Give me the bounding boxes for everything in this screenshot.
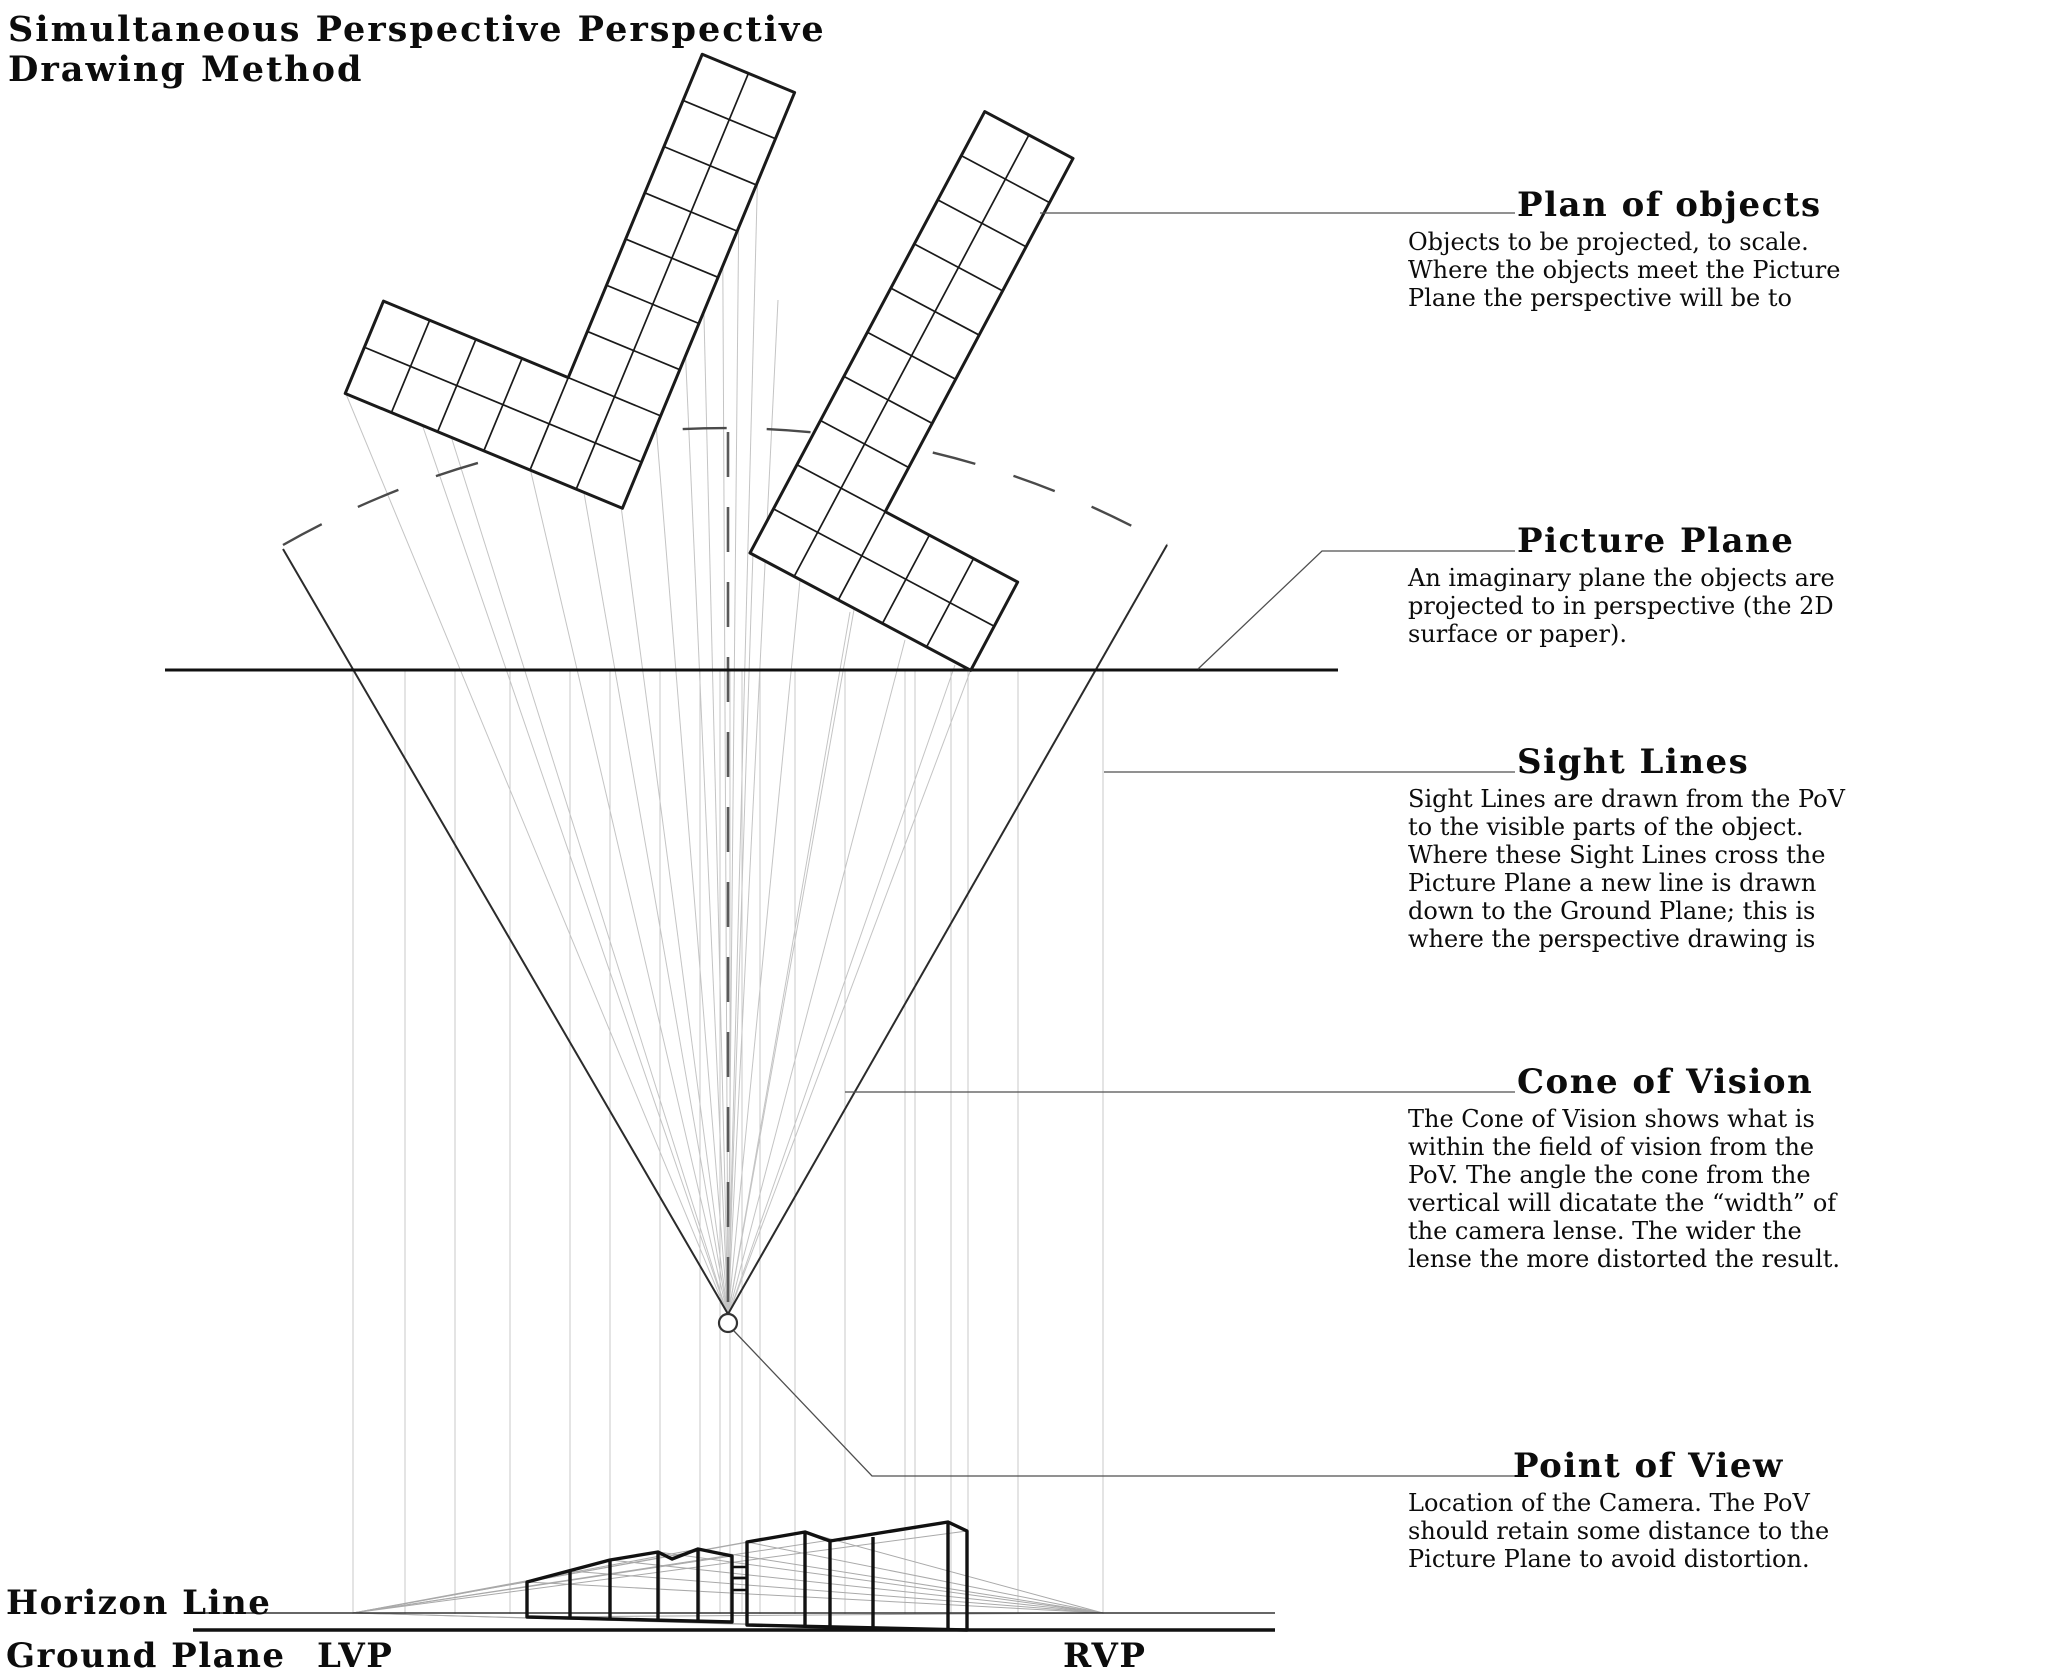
annotation-heading-plan-of-objects: Plan of objects <box>1517 185 1822 225</box>
sight-line <box>727 579 801 1317</box>
convergence-line-rvp <box>746 1541 1104 1614</box>
sight-line <box>727 591 1001 1317</box>
annotation-body-sight-lines: Sight Lines are drawn from the PoV to th… <box>1408 785 1845 953</box>
convergence-line-rvp <box>526 1581 1104 1614</box>
annotation-heading-picture-plane: Picture Plane <box>1517 521 1795 561</box>
lvp-label: LVP <box>317 1636 394 1672</box>
rvp-label: RVP <box>1063 1636 1147 1672</box>
point-of-view-marker <box>717 1312 739 1334</box>
convergence-line-rvp <box>609 1559 1104 1614</box>
perspective-drawing <box>525 1520 969 1632</box>
annotation-heading-cone-of-vision: Cone of Vision <box>1517 1062 1814 1102</box>
convergence-line-rvp <box>804 1531 1104 1614</box>
sight-line <box>679 229 729 1317</box>
sight-lines <box>345 89 1001 1317</box>
page-title: Simultaneous Perspective Perspective Dra… <box>8 9 826 90</box>
sight-line <box>727 159 759 1317</box>
sight-line <box>727 551 754 1317</box>
leader-picture-plane <box>1197 550 1515 670</box>
projection-lines <box>352 670 1104 1614</box>
cone-of-vision-left-edge <box>282 548 729 1315</box>
plan-object-right <box>748 110 1075 672</box>
sight-line <box>727 89 741 1317</box>
perspective-block-right <box>745 1520 969 1632</box>
annotation-leader-lines <box>733 212 1515 1477</box>
annotation-body-point-of-view: Location of the Camera. The PoV should r… <box>1408 1489 1830 1573</box>
sight-line <box>727 639 906 1317</box>
sight-line <box>649 349 729 1317</box>
convergence-line-lvp <box>352 1530 968 1614</box>
sight-line <box>432 378 729 1317</box>
sight-line <box>529 467 729 1317</box>
block-step <box>730 1565 749 1580</box>
block-step <box>730 1576 749 1592</box>
plan-object-left-grid <box>364 73 776 490</box>
sight-line <box>699 149 729 1317</box>
sight-line <box>727 611 851 1317</box>
annotation-heading-sight-lines: Sight Lines <box>1517 742 1750 782</box>
sight-line <box>399 359 729 1317</box>
sight-line <box>727 299 779 1317</box>
plan-object-right-outline <box>748 110 1075 672</box>
plan-object-right-grid <box>773 134 1050 648</box>
ground-plane-label: Ground Plane <box>6 1636 286 1672</box>
horizon-line-label: Horizon Line <box>6 1583 272 1623</box>
annotation-body-plan-of-objects: Objects to be projected, to scale. Where… <box>1408 228 1841 312</box>
convergence-line-rvp <box>657 1551 1104 1614</box>
cone-of-vision-right-edge <box>727 544 1168 1315</box>
convergence-line-lvp <box>352 1531 806 1614</box>
convergence-line-rvp <box>697 1548 1104 1614</box>
sight-line <box>727 519 871 1317</box>
plan-object-left <box>343 52 797 510</box>
sight-line <box>727 664 956 1317</box>
annotation-heading-point-of-view: Point of View <box>1513 1446 1784 1486</box>
sight-line <box>572 429 729 1317</box>
annotation-body-cone-of-vision: The Cone of Vision shows what is within … <box>1408 1105 1841 1273</box>
sight-line <box>620 505 729 1317</box>
annotation-body-picture-plane: An imaginary plane the objects are proje… <box>1408 564 1835 648</box>
sight-line <box>345 393 729 1317</box>
vanishing-convergence-lines <box>352 1521 1104 1631</box>
cone-arc-dashed <box>282 426 1168 547</box>
leader-point-of-view <box>733 1330 1515 1477</box>
convergence-line-rvp <box>569 1570 1104 1614</box>
